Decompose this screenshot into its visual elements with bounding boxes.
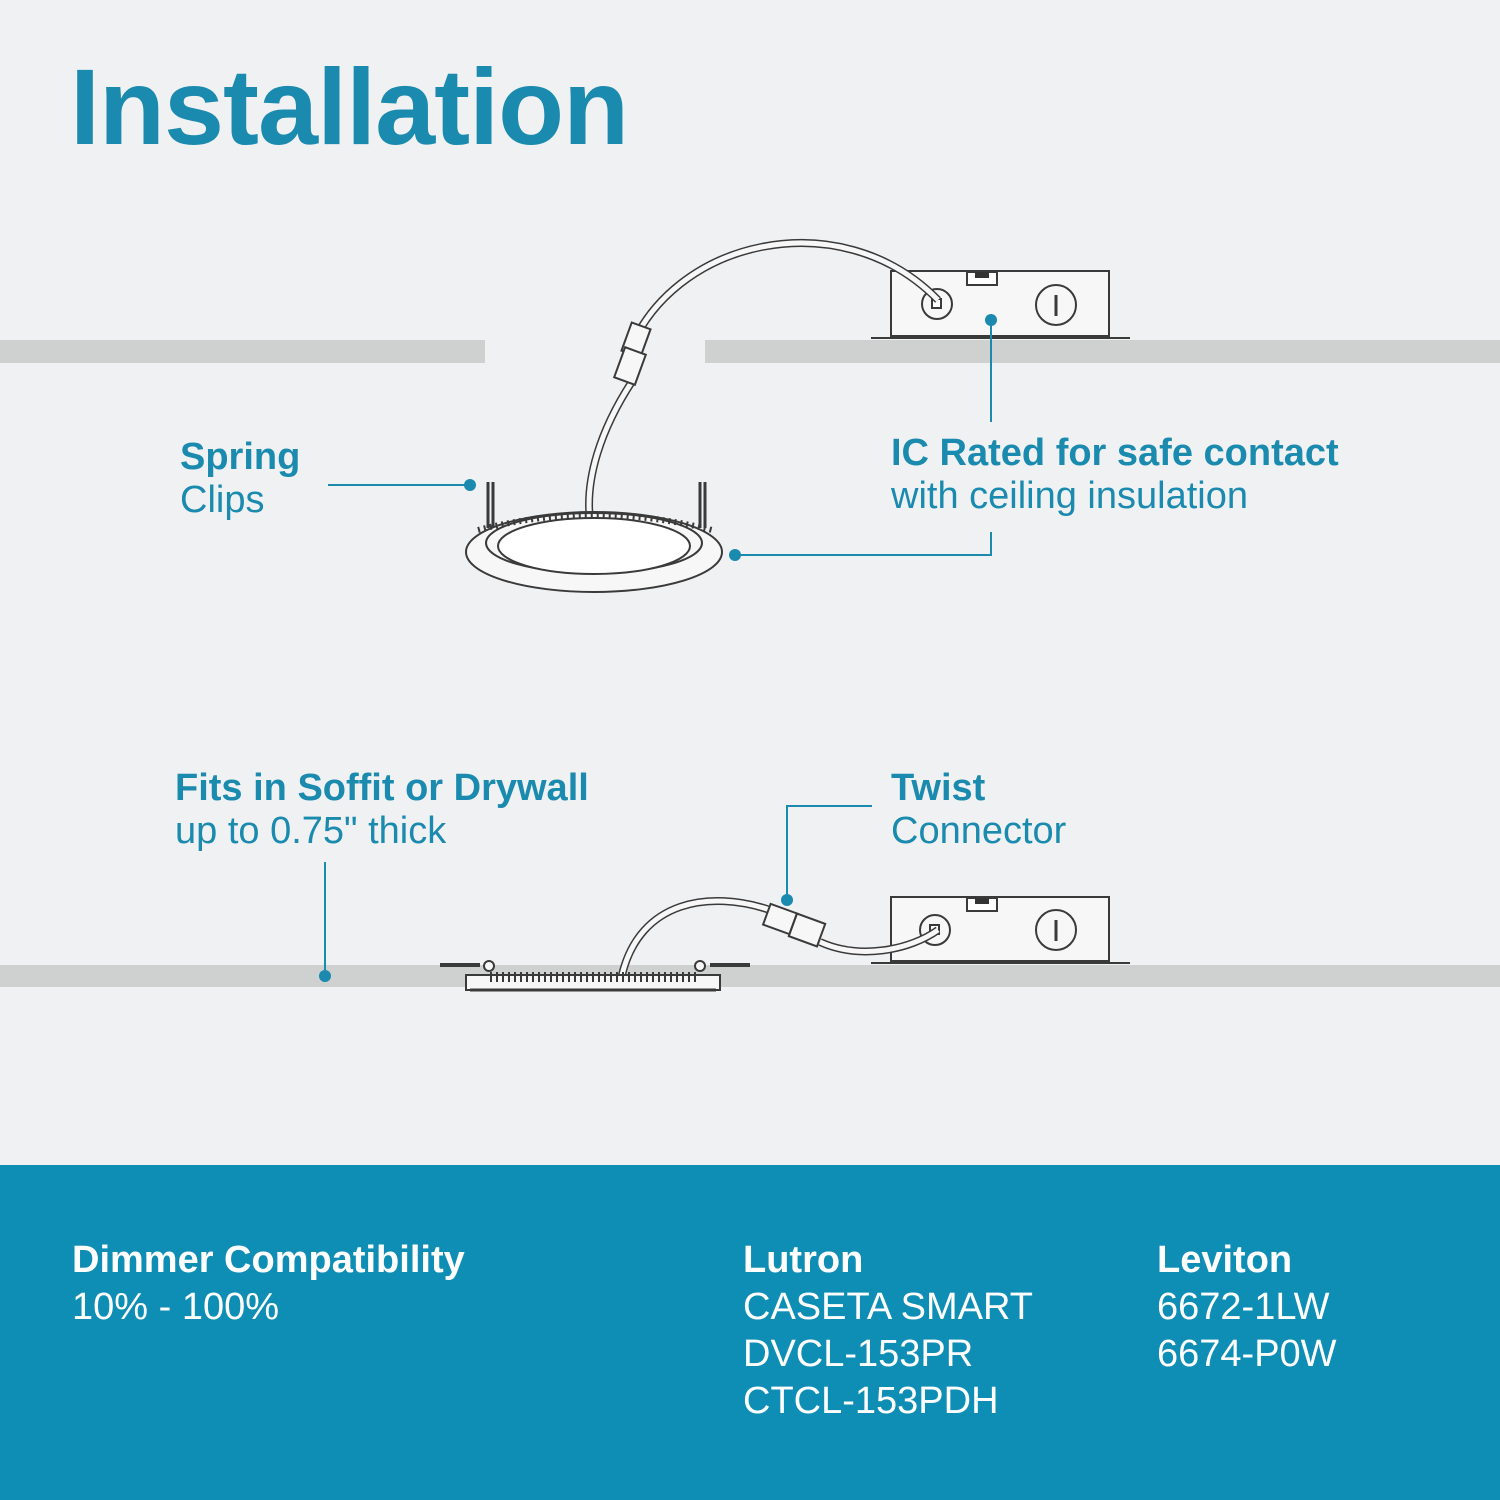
page-title: Installation xyxy=(70,46,629,167)
callout-ic-rated: IC Rated for safe contact with ceiling i… xyxy=(891,432,1339,519)
lutron-model: CTCL-153PDH xyxy=(743,1380,999,1423)
callout-spring-clips: Spring Clips xyxy=(180,436,300,523)
callout-soffit-drywall: Fits in Soffit or Drywall up to 0.75" th… xyxy=(175,767,589,854)
callout-soffit-drywall-subtitle: up to 0.75" thick xyxy=(175,810,447,853)
callout-spring-clips-title: Spring xyxy=(180,436,301,478)
callout-ic-rated-title: IC Rated for safe contact xyxy=(891,432,1339,474)
ceiling-drywall-left xyxy=(0,340,485,363)
leader-dots-top xyxy=(464,314,997,561)
leader-dots-bottom xyxy=(319,894,793,982)
callout-spring-clips-subtitle: Clips xyxy=(180,479,265,522)
junction-box-bottom xyxy=(871,896,1130,964)
dimmer-compatibility-heading: Dimmer Compatibility xyxy=(72,1239,465,1281)
leviton-model: 6674-P0W xyxy=(1157,1333,1337,1376)
ceiling-drywall-right xyxy=(705,340,1500,363)
ceiling-drywall-bottom xyxy=(0,965,1500,987)
conduit-top xyxy=(585,239,941,521)
leader-lines-bottom xyxy=(324,805,872,976)
dimmer-compatibility-column: Dimmer Compatibility 10% - 100% xyxy=(72,1237,465,1331)
twist-connector-bottom xyxy=(761,902,827,948)
lutron-column: Lutron CASETA SMART DVCL-153PR CTCL-153P… xyxy=(743,1237,1033,1425)
callout-ic-rated-subtitle: with ceiling insulation xyxy=(891,475,1248,518)
dimmer-range: 10% - 100% xyxy=(72,1286,280,1329)
callout-soffit-drywall-title: Fits in Soffit or Drywall xyxy=(175,767,589,809)
downlight-fixture-bottom xyxy=(440,960,750,992)
lutron-model: CASETA SMART xyxy=(743,1286,1033,1329)
lutron-heading: Lutron xyxy=(743,1239,864,1281)
callout-twist-connector: Twist Connector xyxy=(891,767,1066,854)
leviton-model: 6672-1LW xyxy=(1157,1286,1330,1329)
leviton-column: Leviton 6672-1LW 6674-P0W xyxy=(1157,1237,1337,1378)
junction-box-top xyxy=(871,270,1130,339)
leader-lines-top xyxy=(328,320,992,556)
conduit-bottom xyxy=(618,897,941,976)
lutron-model: DVCL-153PR xyxy=(743,1333,974,1376)
callout-twist-connector-subtitle: Connector xyxy=(891,810,1067,853)
installation-diagram xyxy=(0,239,1500,992)
leviton-heading: Leviton xyxy=(1157,1239,1293,1281)
callout-twist-connector-title: Twist xyxy=(891,767,986,809)
compatibility-panel: Dimmer Compatibility 10% - 100% Lutron C… xyxy=(0,1165,1500,1500)
downlight-fixture-top xyxy=(465,482,723,593)
twist-connector-top xyxy=(612,321,652,387)
